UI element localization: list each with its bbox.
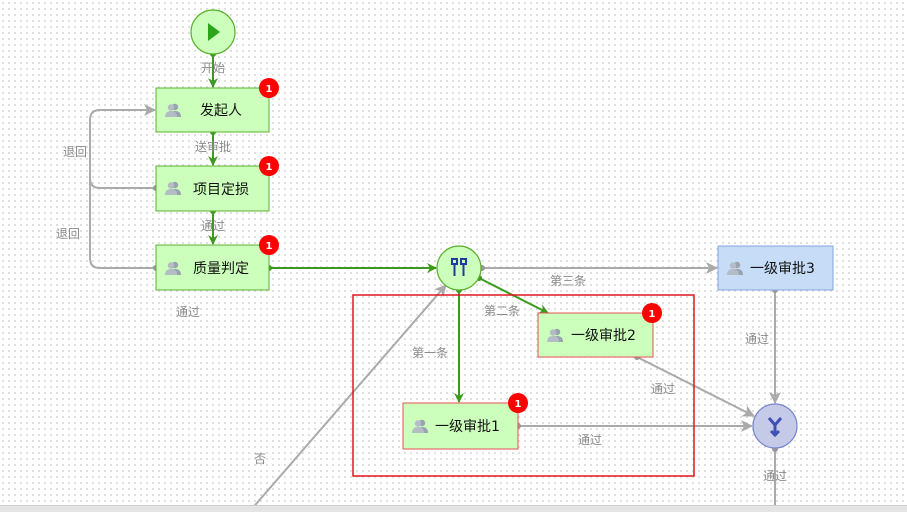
edge-pass-a2[interactable] <box>636 356 755 417</box>
badge <box>642 303 662 323</box>
badge <box>259 235 279 255</box>
edge-back1[interactable] <box>89 104 156 189</box>
edge-back2[interactable] <box>89 120 156 269</box>
task-quality[interactable]: 质量判定 1 <box>155 235 279 291</box>
badge-count: 1 <box>515 399 522 410</box>
task-assess[interactable]: 项目定损 1 <box>155 156 279 212</box>
parallel-gateway[interactable] <box>436 245 482 291</box>
join-gateway[interactable] <box>752 403 798 449</box>
edge-no[interactable] <box>249 284 447 511</box>
edge-label-pass-a1: 通过 <box>578 433 602 447</box>
merge-icon <box>767 417 783 438</box>
edge-label-back2: 退回 <box>56 227 80 241</box>
edge-label-pass2: 通过 <box>176 305 200 319</box>
edge-label-submit: 送审批 <box>195 139 231 154</box>
edge-label-second: 第二条 <box>484 304 520 318</box>
start-node[interactable] <box>190 9 236 55</box>
task-label: 一级审批2 <box>571 328 636 344</box>
selection-frame <box>352 294 695 477</box>
task-label: 项目定损 <box>193 182 249 198</box>
task-label: 质量判定 <box>193 261 249 277</box>
task-label: 一级审批3 <box>750 261 815 277</box>
badge <box>259 156 279 176</box>
task-label: 发起人 <box>200 103 242 119</box>
play-icon <box>208 23 220 41</box>
split-icon <box>451 258 467 276</box>
edge-label-pass-a2: 通过 <box>651 382 675 396</box>
label-start: 开始 <box>201 61 225 75</box>
task-approval3[interactable]: 一级审批3 <box>717 245 834 291</box>
edge-label-pass-join: 通过 <box>763 469 787 483</box>
task-approval1[interactable]: 一级审批1 1 <box>402 393 528 450</box>
badge-count: 1 <box>266 241 273 252</box>
task-initiator[interactable]: 发起人 1 <box>155 78 279 133</box>
edge-label-first: 第一条 <box>412 346 448 360</box>
edge-label-back1: 退回 <box>63 145 87 159</box>
badge-count: 1 <box>649 309 656 320</box>
edge-label-no: 否 <box>254 452 266 466</box>
horizontal-scrollbar[interactable] <box>0 505 907 512</box>
task-approval2[interactable]: 一级审批2 1 <box>537 303 662 358</box>
edges <box>89 54 781 511</box>
edge-label-pass1: 通过 <box>201 219 225 233</box>
badge-count: 1 <box>266 84 273 95</box>
badge <box>508 393 528 413</box>
task-label: 一级审批1 <box>435 419 500 435</box>
edge-label-third: 第三条 <box>550 274 586 288</box>
edge-label-pass-a3: 通过 <box>745 332 769 346</box>
badge <box>259 78 279 98</box>
badge-count: 1 <box>266 162 273 173</box>
